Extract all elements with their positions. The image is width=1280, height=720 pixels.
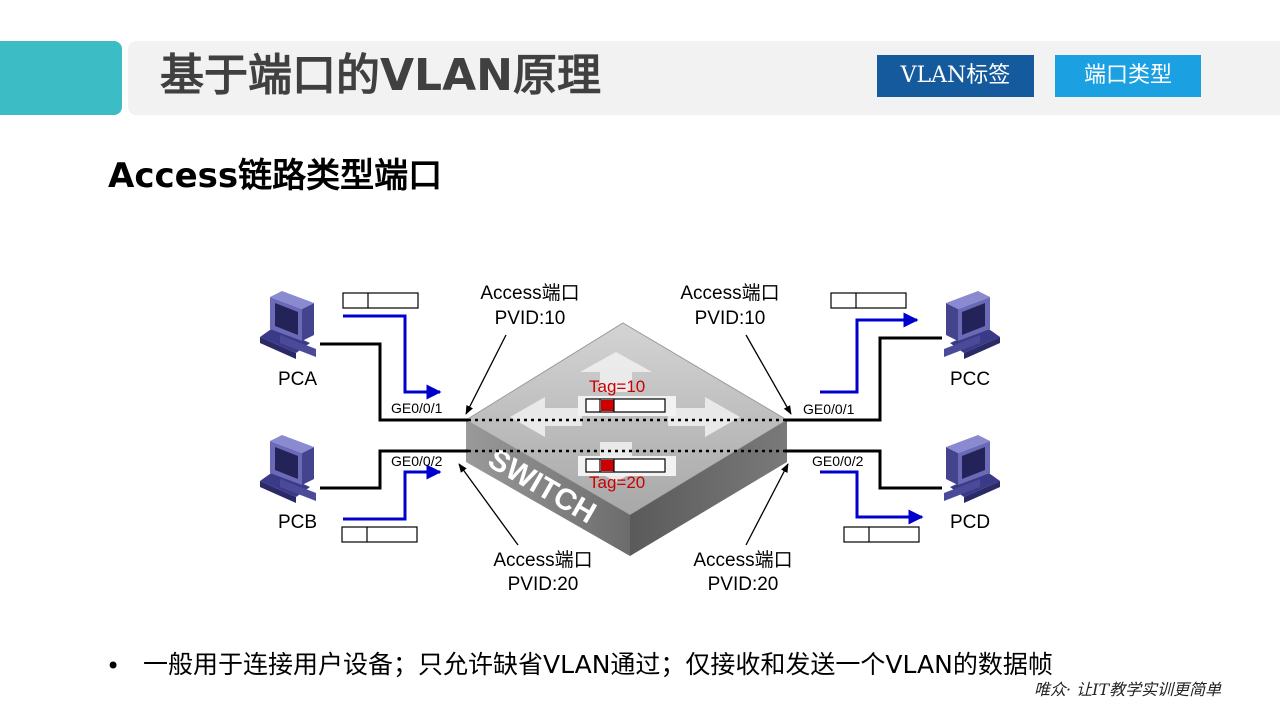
flow-arrow-pcc (820, 312, 919, 394)
header-accent (0, 41, 122, 115)
link-pcc (785, 336, 942, 422)
flow-arrow-pcb (343, 464, 442, 521)
callout-bottom-right-type: Access端口 (693, 549, 792, 571)
port-label-left-bottom: GE0/0/2 (391, 453, 443, 469)
flow-arrows (343, 312, 924, 525)
callout-top-left-pvid: PVID:10 (495, 308, 566, 329)
callout-bottom-right-pvid: PVID:20 (708, 574, 779, 595)
flow-arrow-pcd (820, 470, 924, 525)
link-pca (320, 342, 468, 422)
pcc-label: PCC (950, 369, 990, 390)
port-label-left-top: GE0/0/1 (391, 400, 443, 416)
pcc-icon[interactable] (944, 291, 1000, 359)
pcd-icon[interactable] (944, 435, 1000, 503)
flow-arrow-pca (343, 314, 442, 400)
nav-port-type-button[interactable]: 端口类型 (1055, 55, 1201, 97)
port-label-right-bottom: GE0/0/2 (812, 453, 864, 469)
pca-label: PCA (278, 369, 317, 390)
switch-icon: SWITCH (465, 322, 788, 556)
tag-label-bottom: Tag=20 (589, 473, 645, 492)
bullet-text: 一般用于连接用户设备；只允许缺省VLAN通过；仅接收和发送一个VLAN的数据帧 (143, 650, 1053, 679)
nav-vlan-tag-button[interactable]: VLAN标签 (877, 55, 1034, 97)
pcb-icon[interactable] (260, 435, 316, 503)
network-links (320, 336, 942, 490)
tagged-frame-bottom (578, 456, 676, 476)
bullet-dot: • (106, 652, 121, 680)
link-pcb (320, 449, 468, 490)
callout-bottom-left-pvid: PVID:20 (508, 574, 579, 595)
section-title: Access链路类型端口 (108, 156, 443, 196)
callout-pointers (458, 334, 792, 546)
page-title: 基于端口的VLAN原理 (160, 50, 601, 101)
frame-pcc (830, 292, 907, 309)
port-label-right-top: GE0/0/1 (803, 401, 855, 417)
pcd-label: PCD (950, 512, 990, 533)
pca-icon[interactable] (260, 291, 316, 359)
tag-label-top: Tag=10 (589, 377, 645, 396)
tagged-frame-top (578, 396, 676, 416)
link-pcd (785, 449, 942, 490)
callout-top-right-pvid: PVID:10 (695, 308, 766, 329)
callout-top-right-type: Access端口 (680, 282, 779, 304)
frame-pcd (843, 526, 920, 543)
callout-bottom-left-type: Access端口 (493, 549, 592, 571)
frames (341, 292, 920, 543)
frame-pcb (341, 526, 418, 543)
frame-pca (342, 292, 419, 309)
pcb-label: PCB (278, 512, 317, 533)
callout-top-left-type: Access端口 (480, 282, 579, 304)
watermark: 唯众· 让IT教学实训更简单 (1034, 680, 1222, 699)
